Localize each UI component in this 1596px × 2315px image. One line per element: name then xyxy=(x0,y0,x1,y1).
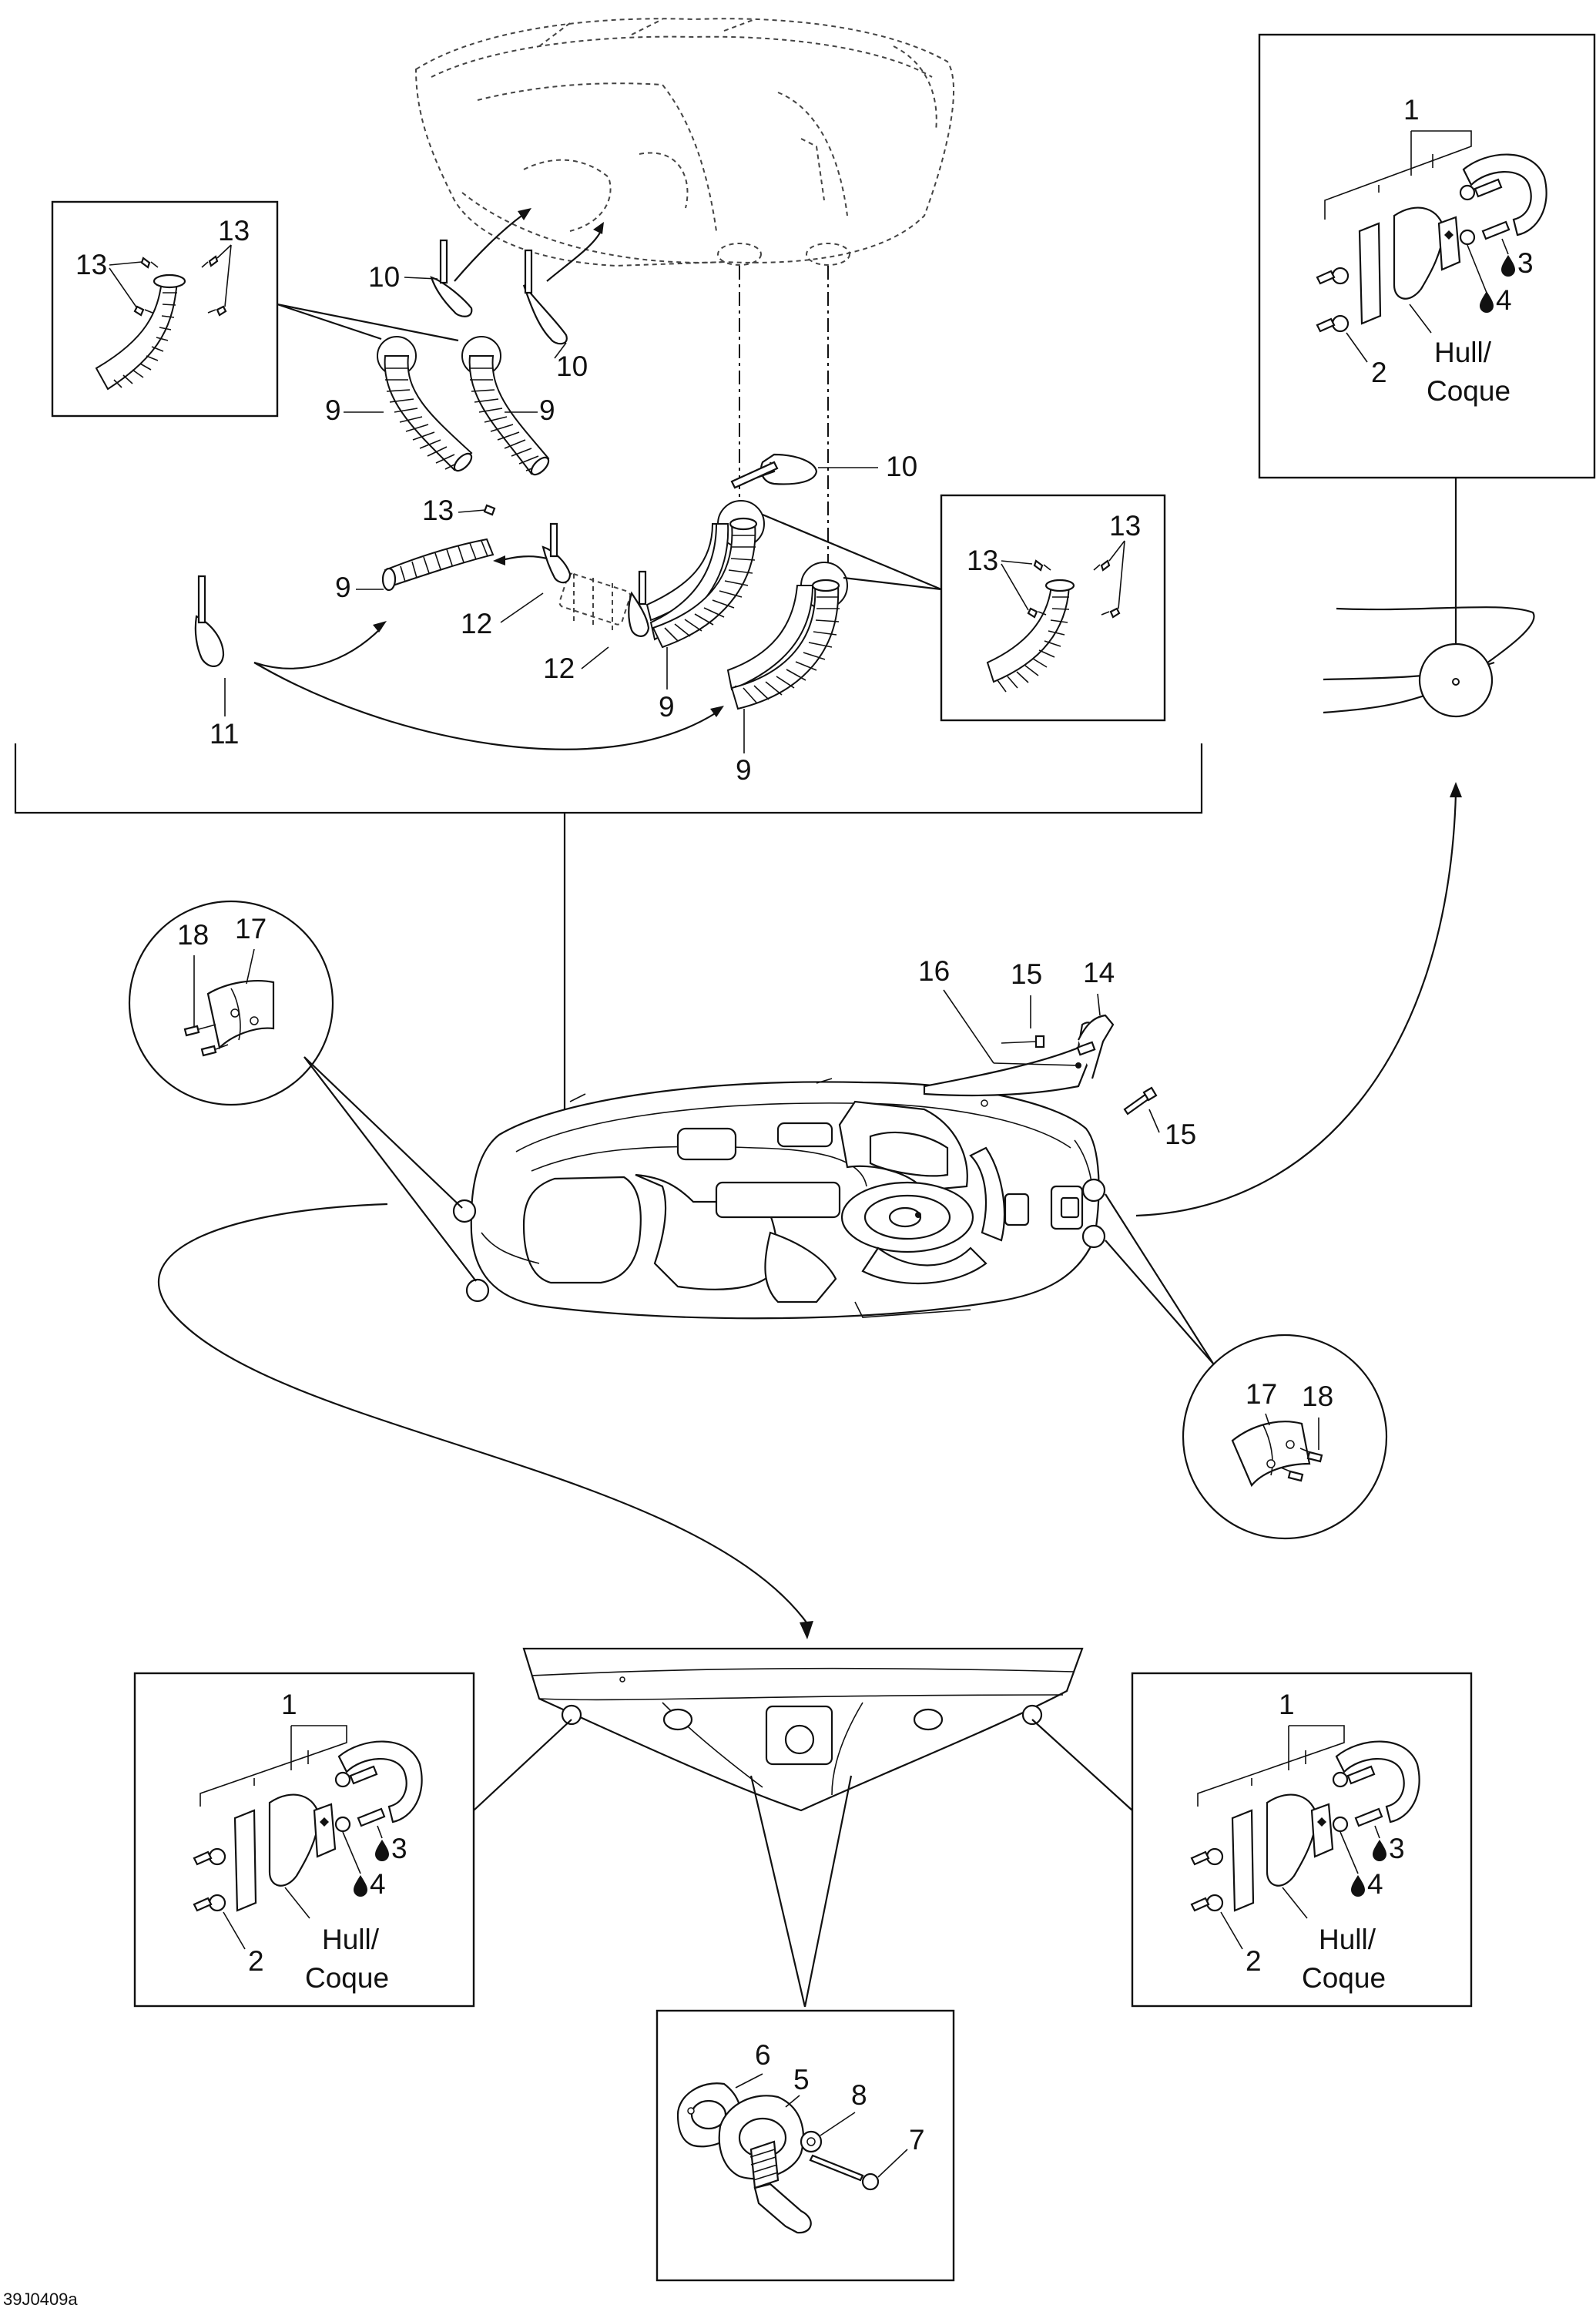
locator-bumper-right-bottom xyxy=(1081,1224,1106,1249)
label-18: 18 xyxy=(1302,1381,1333,1412)
label-8: 8 xyxy=(851,2079,867,2111)
label-15: 15 xyxy=(1165,1119,1196,1150)
drain-plug-assembly xyxy=(676,2082,880,2234)
label-14: 14 xyxy=(1083,957,1115,988)
label-4: 4 xyxy=(1496,284,1512,316)
clamp-12-right xyxy=(628,570,650,637)
hull-caption-line1: Hull/ xyxy=(1434,337,1492,368)
bow-locator xyxy=(1323,606,1535,718)
hose-9-center xyxy=(645,500,765,649)
label-15: 15 xyxy=(1011,958,1042,990)
label-13: 13 xyxy=(967,545,998,576)
label-1: 1 xyxy=(281,1689,297,1720)
locator-bumper-right-top xyxy=(1081,1178,1106,1203)
label-18: 18 xyxy=(177,919,209,951)
rivet-15-top xyxy=(1001,1035,1045,1048)
label-9: 9 xyxy=(659,691,675,723)
detail-box-stern-eye-left xyxy=(133,1672,475,2008)
label-9: 9 xyxy=(325,394,341,426)
label-2: 2 xyxy=(1246,1945,1262,1977)
hull-caption-line2: Coque xyxy=(1302,1962,1386,1994)
detail-box-hose-screws-right xyxy=(940,494,1166,722)
label-9: 9 xyxy=(736,754,752,786)
label-13: 13 xyxy=(75,249,107,280)
hull-caption-line1: Hull/ xyxy=(322,1924,380,1955)
label-7: 7 xyxy=(909,2124,925,2156)
clamp-10-upper-left xyxy=(430,239,473,317)
hull-caption-line2: Coque xyxy=(1427,375,1510,407)
label-10: 10 xyxy=(886,451,917,482)
drop-icon xyxy=(1480,291,1494,313)
label-3: 3 xyxy=(391,1833,407,1864)
label-16: 16 xyxy=(918,955,950,987)
label-13: 13 xyxy=(422,495,454,526)
label-3: 3 xyxy=(1517,247,1534,279)
label-12: 12 xyxy=(543,653,575,684)
grab-handle-14 xyxy=(923,1014,1115,1097)
locator-bumper-left-bottom xyxy=(465,1278,490,1303)
stern-eye-assembly-left xyxy=(193,1740,423,1912)
label-17: 17 xyxy=(1246,1378,1277,1410)
screws-13-left xyxy=(133,255,227,317)
label-9: 9 xyxy=(539,394,555,426)
hull-caption-line2: Coque xyxy=(305,1962,389,1994)
label-17: 17 xyxy=(235,913,267,944)
label-11: 11 xyxy=(210,718,239,750)
drop-icon xyxy=(354,1875,367,1897)
label-6: 6 xyxy=(755,2039,771,2071)
screw-18-right xyxy=(1280,1448,1323,1482)
bow-eye-assembly-top xyxy=(1316,153,1547,333)
drop-icon xyxy=(1501,255,1515,277)
label-4: 4 xyxy=(370,1868,386,1900)
label-5: 5 xyxy=(793,2064,810,2095)
clamp-10-upper-right xyxy=(522,249,568,345)
bumper-17-right xyxy=(1231,1421,1311,1488)
label-9: 9 xyxy=(335,572,351,603)
screw-18-left xyxy=(183,1024,229,1057)
stern-eye-assembly-right xyxy=(1190,1740,1420,1912)
detail-box-stern-eye-right xyxy=(1131,1672,1473,2008)
figure-code: 39J0409a xyxy=(3,2290,78,2309)
hose-detail-right xyxy=(986,579,1075,693)
detail-box-drain-plug xyxy=(656,2009,955,2282)
hose-9-lower xyxy=(726,562,848,710)
label-1: 1 xyxy=(1279,1689,1295,1720)
stern-view xyxy=(522,1647,1084,1812)
detail-box-hose-screws-left xyxy=(51,200,279,418)
clamp-10-middle xyxy=(730,453,818,489)
label-13: 13 xyxy=(1109,510,1141,542)
deck-outline-dashed xyxy=(414,18,955,267)
label-2: 2 xyxy=(248,1945,264,1977)
hose-9-upper-right xyxy=(461,336,550,476)
bumper-17-left xyxy=(206,980,275,1050)
hose-9-upper-left xyxy=(377,336,473,472)
hose-9-middle-left xyxy=(381,538,495,592)
clamp-12-left xyxy=(542,522,572,584)
clamp-11 xyxy=(194,575,225,667)
hull-caption-line1: Hull/ xyxy=(1319,1924,1376,1955)
top-group-bracket xyxy=(14,743,1203,814)
label-10: 10 xyxy=(368,261,400,293)
hull-body xyxy=(470,1078,1100,1320)
label-2: 2 xyxy=(1371,357,1387,388)
label-12: 12 xyxy=(461,608,492,639)
label-13: 13 xyxy=(218,215,250,247)
detail-box-bow-eye xyxy=(1258,33,1596,479)
label-4: 4 xyxy=(1367,1868,1383,1900)
hose-detail-left xyxy=(95,273,186,391)
drop-icon xyxy=(1351,1875,1365,1897)
label-10: 10 xyxy=(556,351,588,382)
rivet-15-right xyxy=(1123,1086,1158,1116)
drop-icon xyxy=(375,1840,389,1861)
label-3: 3 xyxy=(1389,1833,1405,1864)
hose-coupling-12 xyxy=(558,572,632,630)
drop-icon xyxy=(1373,1840,1386,1861)
screws-13-right xyxy=(1027,559,1121,619)
label-1: 1 xyxy=(1403,94,1420,126)
